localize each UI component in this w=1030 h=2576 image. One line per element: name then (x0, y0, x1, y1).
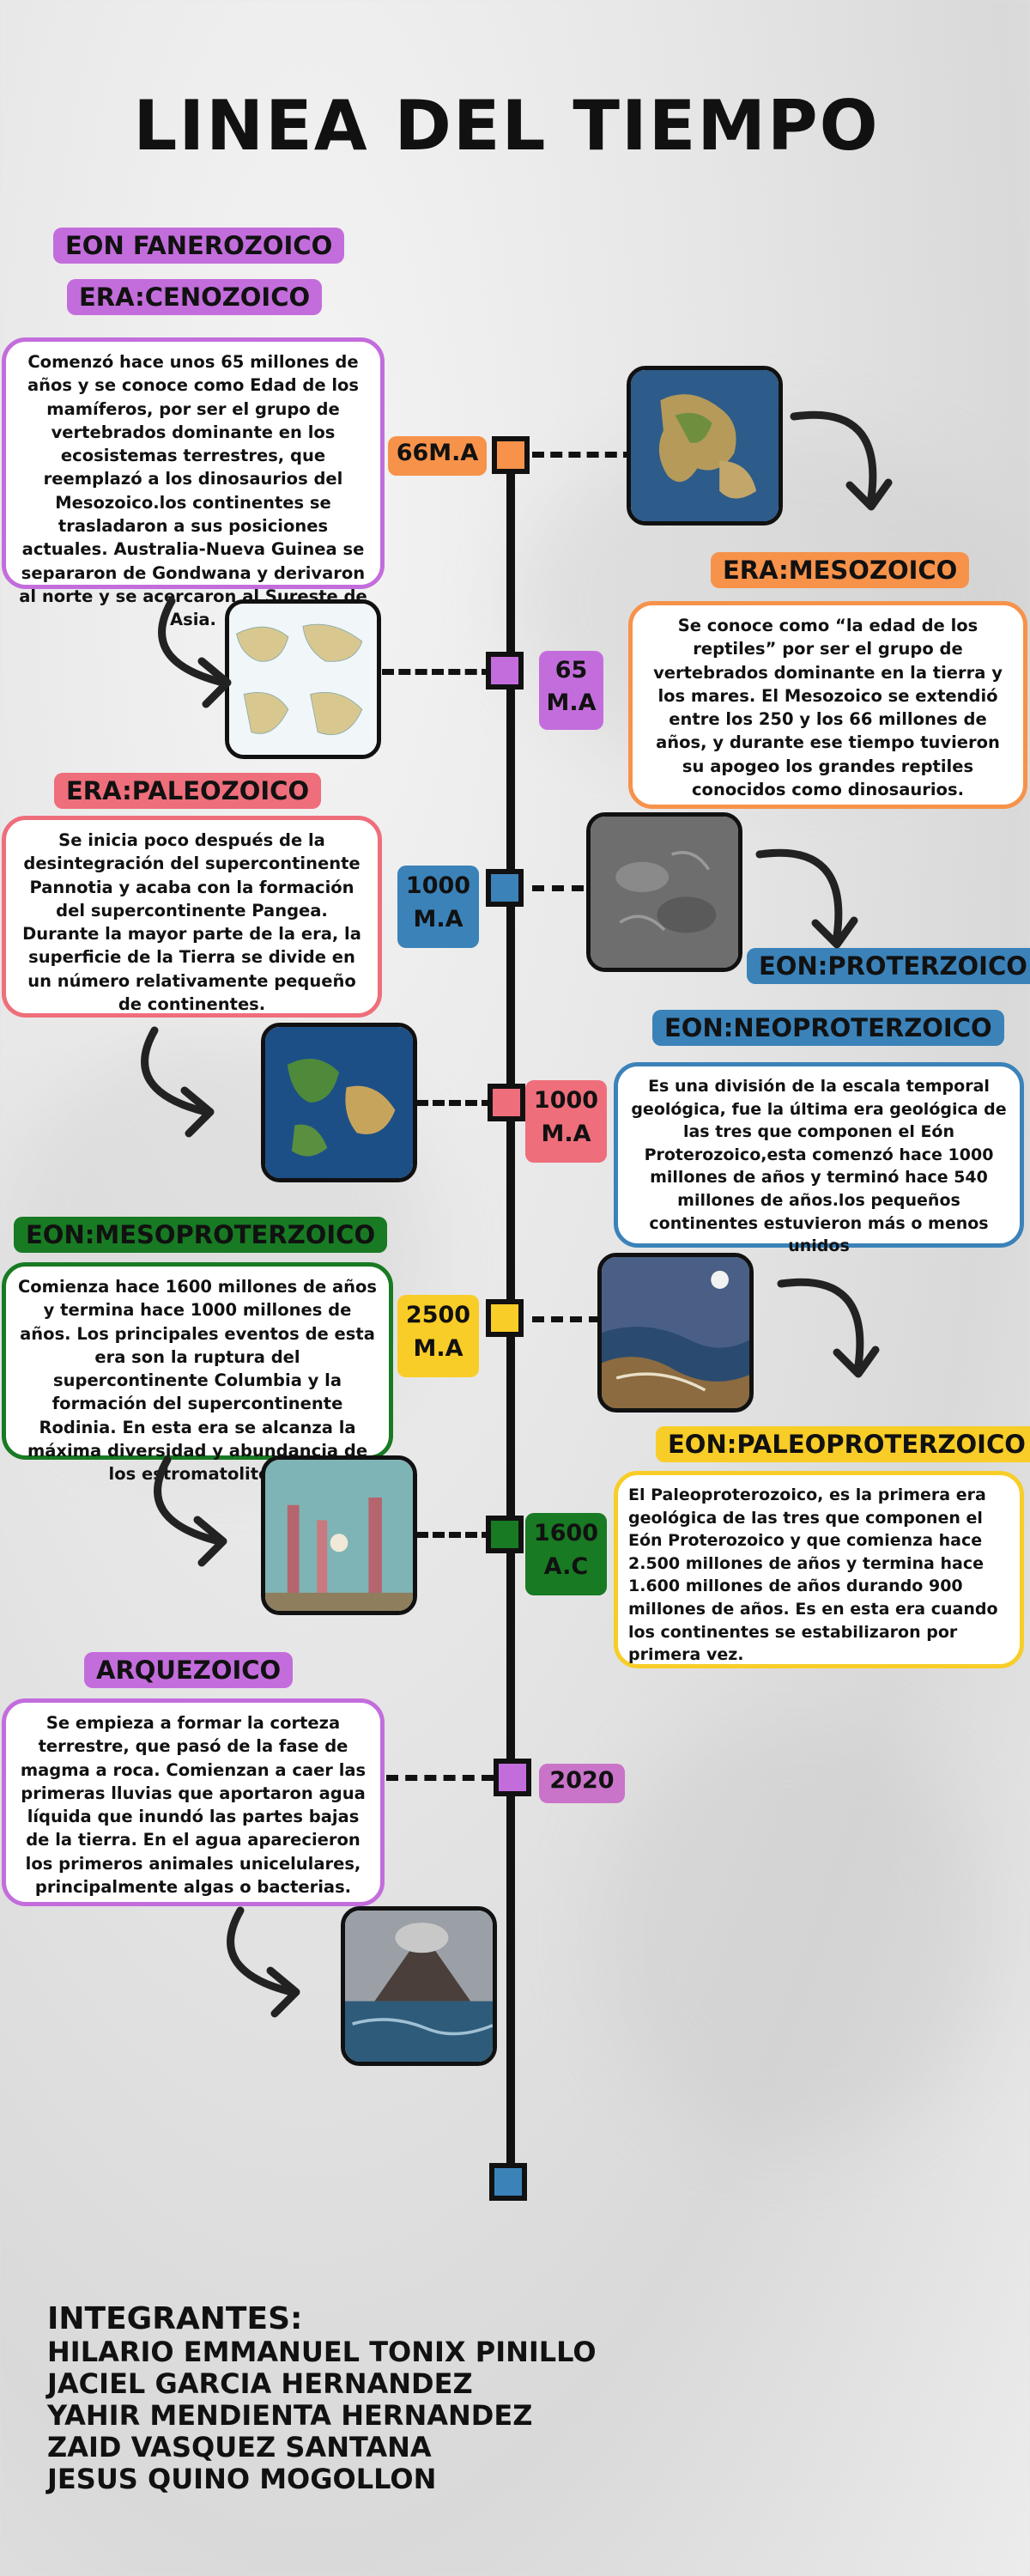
connector-line (532, 885, 584, 891)
image-neoproterzoico-globe (261, 1023, 417, 1182)
timeline-node-1600ac (486, 1516, 524, 1553)
image-paleozoico-fossil (586, 812, 742, 972)
background-cloud (601, 1717, 987, 2147)
timeline-node-2500ma (486, 1299, 524, 1337)
curved-arrow-icon (146, 592, 240, 713)
image-arquezoico-volcano (341, 1906, 497, 2066)
node-label-line-2: A.C (543, 1553, 589, 1581)
member-name: YAHIR MENDIENTA HERNANDEZ (47, 2398, 533, 2432)
node-label-1600ac: 1600 A.C (525, 1513, 607, 1595)
heading-eon-paleoproterzoico: EON:PALEOPROTERZOICO (656, 1426, 1030, 1462)
image-paleoproterzoico-underwater (261, 1455, 417, 1615)
timeline-node-1000ma-paleozoico (486, 869, 524, 907)
curved-arrow-icon (215, 1902, 309, 2022)
text-paleoproterzoico: El Paleoproterozoico, es la primera era … (614, 1471, 1024, 1668)
node-label-line-1: 1600 (533, 1520, 599, 1546)
heading-era-paleozoico: ERA:PALEOZOICO (54, 773, 322, 809)
curved-arrow-icon (790, 404, 893, 524)
node-label-1000ma-neoproterzoico: 1000 M.A (525, 1080, 607, 1163)
members-header: INTEGRANTES: (47, 2301, 303, 2336)
node-label-65ma: 65 M.A (539, 651, 603, 730)
timeline-node-65ma (486, 652, 524, 690)
curved-arrow-icon (142, 1451, 236, 1571)
text-neoproterzoico: Es una división de la escala temporal ge… (614, 1062, 1024, 1255)
node-label-line-2: M.A (413, 1335, 464, 1363)
connector-line (382, 669, 494, 675)
member-name: HILARIO EMMANUEL TONIX PINILLO (47, 2336, 597, 2369)
heading-eon-proterzoico: EON:PROTERZOICO (747, 948, 1030, 984)
timeline-node-1000ma-neoproterzoico (488, 1084, 525, 1121)
image-mesoproterzoico-landscape (597, 1253, 754, 1413)
node-label-line-2: M.A (541, 1121, 591, 1148)
heading-eon-fanerozoico: EON FANEROZOICO (53, 228, 345, 264)
member-name: JESUS QUINO MOGOLLON (47, 2462, 437, 2495)
curved-arrow-icon (755, 841, 858, 962)
heading-era-mesozoico: ERA:MESOZOICO (711, 552, 970, 588)
node-label-2500ma: 2500 M.A (397, 1295, 479, 1377)
node-label-line-1: 1000 (405, 872, 471, 899)
node-label-66ma: 66M.A (388, 436, 487, 476)
heading-eon-mesoproterzoico: EON:MESOPROTERZOICO (14, 1217, 388, 1253)
text-paleozoico: Se inicia poco después de la desintegrac… (2, 816, 382, 1018)
node-label-line-1: 65 (554, 657, 588, 683)
timeline-node-end (489, 2163, 527, 2201)
node-label-line-1: 1000 (533, 1087, 599, 1114)
heading-eon-neoproterzoico: EON:NEOPROTERZOICO (652, 1010, 1004, 1046)
timeline-node-2020 (494, 1759, 531, 1796)
text-mesoproterzoico: Comienza hace 1600 millones de años y te… (2, 1262, 393, 1484)
heading-arquezoico: ARQUEZOICO (84, 1652, 294, 1688)
text-cenozoico: Comenzó hace unos 65 millones de años y … (2, 337, 385, 629)
connector-line (416, 1100, 494, 1106)
timeline-node-66ma (492, 436, 530, 474)
member-name: JACIEL GARCIA HERNANDEZ (47, 2367, 473, 2401)
node-label-line-1: 2500 (405, 1302, 471, 1328)
image-mesozoico-map (225, 599, 381, 759)
node-label-line-2: M.A (413, 906, 464, 933)
curved-arrow-icon (777, 1271, 880, 1391)
text-mesozoico: Se conoce como “la edad de los reptiles”… (628, 601, 1027, 809)
node-label-line-2: M.A (546, 689, 597, 716)
text-arquezoico: Se empieza a formar la corteza terrestre… (2, 1698, 385, 1906)
members-list: INTEGRANTES: HILARIO EMMANUEL TONIX PINI… (47, 2301, 597, 2494)
heading-era-cenozoico: ERA:CENOZOICO (67, 279, 323, 315)
connector-line (532, 1316, 601, 1322)
page-title: LINEA DEL TIEMPO (133, 86, 880, 166)
image-cenozoico-earth-map (627, 366, 783, 526)
connector-line (532, 452, 635, 458)
connector-line (416, 1532, 494, 1538)
member-name: ZAID VASQUEZ SANTANA (47, 2430, 432, 2464)
connector-line (386, 1775, 494, 1781)
node-label-2020: 2020 (539, 1764, 625, 1803)
curved-arrow-icon (129, 1022, 223, 1142)
node-label-1000ma-paleozoico: 1000 M.A (397, 866, 479, 948)
